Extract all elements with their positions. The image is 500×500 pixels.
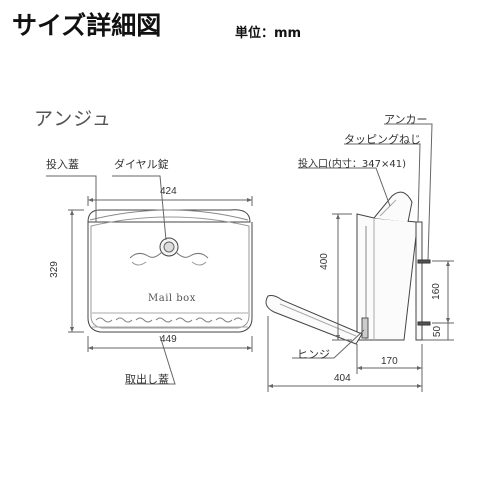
dim-bottom-width: 449 — [160, 334, 177, 345]
label-lid: 投入蓋 — [46, 158, 79, 171]
side-wall-plate — [415, 221, 423, 341]
dim-top-width: 424 — [160, 186, 177, 197]
page-title: サイズ詳細図 — [12, 11, 162, 40]
dim-side-height: 400 — [318, 253, 330, 270]
dim-inner-depth: 170 — [381, 356, 398, 367]
unit-label: 単位：mm — [235, 26, 302, 41]
front-body-outline — [87, 222, 253, 333]
label-slot: 投入口(内寸：347×41) — [298, 159, 406, 170]
dim-anchor-bottom: 50 — [432, 325, 444, 338]
dim-anchor-pitch: 160 — [430, 283, 442, 300]
label-tapping-screw: タッピングねじ — [344, 133, 421, 146]
dim-side-depth: 404 — [334, 373, 351, 384]
label-dial-lock: ダイヤル錠 — [114, 158, 169, 171]
label-hinge: ヒンジ — [297, 348, 330, 361]
product-name: アンジュ — [34, 108, 112, 130]
mail-box-plate: Mail box — [148, 293, 196, 304]
label-take-out-lid: 取出し蓋 — [125, 373, 169, 386]
dim-front-height: 329 — [48, 261, 60, 278]
label-anchor: アンカー — [384, 113, 428, 126]
front-lid-outline — [87, 209, 251, 223]
side-open-lid — [265, 295, 363, 345]
